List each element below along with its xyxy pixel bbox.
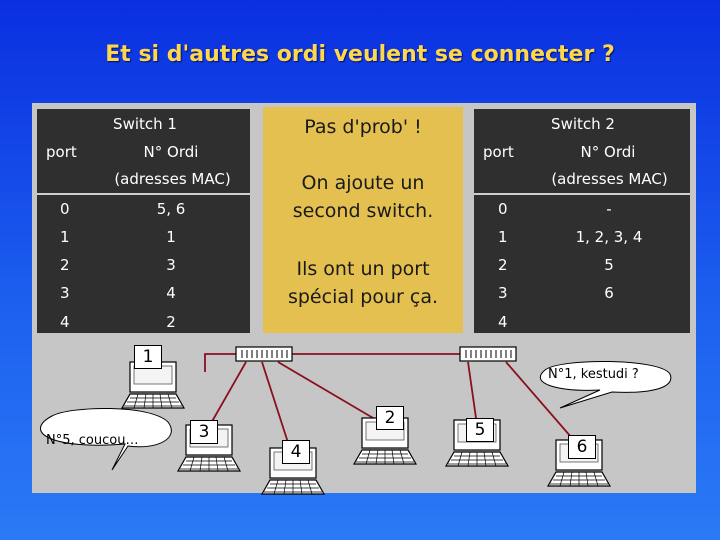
switch2-ordi-1: 1, 2, 3, 4 [575, 228, 643, 246]
cable-pc-1 [204, 353, 236, 372]
switch1-table [37, 109, 250, 333]
note-line-2: On ajoute un [301, 172, 425, 194]
switch2-ordi-2: 5 [604, 256, 614, 274]
switch2-table [474, 109, 690, 333]
switch2-ordi-0: - [606, 200, 612, 218]
switch1-col-port: port [46, 143, 77, 161]
computer-6-label: 6 [568, 435, 596, 459]
switch1-port-4: 4 [60, 313, 70, 331]
switch2-col-ordi-sub: (adresses MAC) [551, 170, 668, 188]
switch1-port-3: 3 [60, 284, 70, 302]
cable-pc-6 [505, 361, 579, 446]
switch1-ordi-3: 4 [166, 284, 176, 302]
switch2-divider [474, 193, 690, 195]
switch-2-icon [459, 346, 517, 362]
switch2-port-0: 0 [498, 200, 508, 218]
computer-4-label: 4 [282, 440, 310, 464]
note-line-3: second switch. [292, 200, 434, 222]
explanation-note: Pas d'prob' ! On ajoute un second switch… [263, 107, 463, 333]
cable-pc-3 [209, 361, 247, 426]
bubble-left-text: N°5, coucou… [46, 433, 139, 448]
switch1-port-0: 0 [60, 200, 70, 218]
switch2-port-1: 1 [498, 228, 508, 246]
switch-1-icon [235, 346, 293, 362]
bubble-left-shape [39, 408, 172, 471]
switch1-divider [37, 193, 250, 195]
switch2-port-2: 2 [498, 256, 508, 274]
bubble-right-shape [539, 361, 672, 409]
computer-3-label: 3 [190, 420, 218, 444]
bubble-right-text: N°1, kestudi ? [548, 367, 639, 382]
slide-title: Et si d'autres ordi veulent se connecter… [105, 42, 615, 67]
computer-2-label: 2 [376, 406, 404, 430]
cable-pc-4 [261, 361, 293, 456]
switch1-port-2: 2 [60, 256, 70, 274]
note-line-1: Pas d'prob' ! [304, 116, 422, 138]
switch1-port-1: 1 [60, 228, 70, 246]
switch1-ordi-1: 1 [166, 228, 176, 246]
switch1-title: Switch 1 [113, 115, 177, 133]
cable-pc-2 [277, 361, 386, 426]
switch1-ordi-2: 3 [166, 256, 176, 274]
switch1-col-ordi-sub: (adresses MAC) [114, 170, 231, 188]
switch2-ordi-3: 6 [604, 284, 614, 302]
switch1-ordi-4: 2 [166, 313, 176, 331]
computer-5-label: 5 [466, 418, 494, 442]
switch1-ordi-0: 5, 6 [156, 200, 186, 218]
switch1-col-ordi: N° Ordi [143, 143, 199, 161]
switch2-title: Switch 2 [551, 115, 615, 133]
switch2-col-ordi: N° Ordi [580, 143, 636, 161]
note-line-4: Ils ont un port [296, 258, 430, 280]
computer-1-label: 1 [134, 345, 162, 369]
switch2-port-3: 3 [498, 284, 508, 302]
note-line-5: spécial pour ça. [287, 286, 439, 308]
switch2-col-port: port [483, 143, 514, 161]
switch2-port-4: 4 [498, 313, 508, 331]
